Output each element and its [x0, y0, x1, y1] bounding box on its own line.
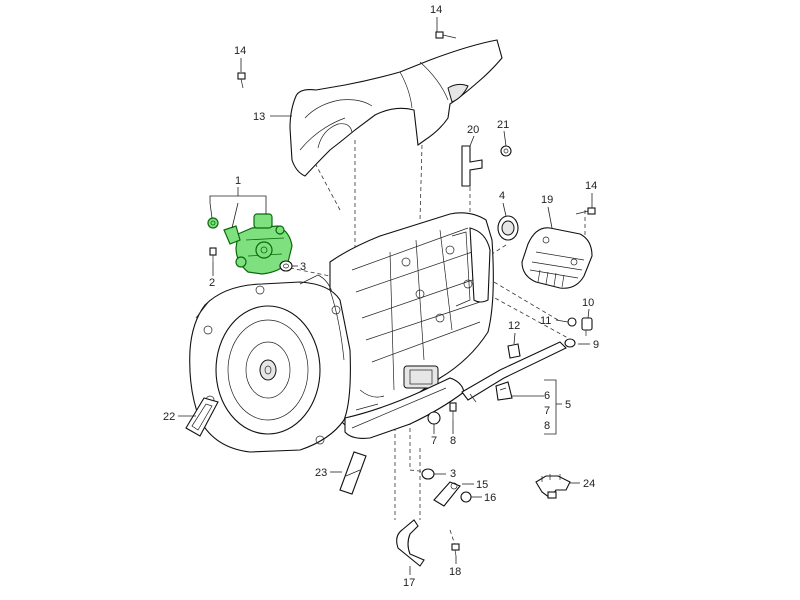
callout-22: 22 [163, 411, 175, 423]
callout-21: 21 [497, 119, 509, 131]
callout-labels: 1 2 3 4 5 6 7 8 7 8 9 10 11 12 13 14 14 … [163, 4, 599, 589]
washer-part-11[interactable] [567, 317, 577, 327]
leader-lines [178, 17, 593, 575]
callout-7-right: 7 [544, 405, 550, 417]
bolt-part-2[interactable] [209, 247, 217, 262]
bolt-part-14-left[interactable] [237, 72, 246, 89]
callout-9: 9 [593, 339, 599, 351]
sleeve-part-23[interactable] [339, 451, 367, 495]
connector-part-24[interactable] [535, 474, 571, 499]
oil-pipe-part-5[interactable] [461, 341, 567, 403]
bolt-part-14-right[interactable] [575, 207, 596, 215]
bracket-part-1b-highlighted[interactable] [223, 225, 241, 245]
lever-part-15[interactable] [433, 481, 461, 507]
bolt-part-8[interactable] [449, 402, 457, 420]
callout-20: 20 [467, 124, 479, 136]
callout-14-left: 14 [234, 45, 246, 57]
callout-10: 10 [582, 297, 594, 309]
callout-1: 1 [235, 175, 241, 187]
seal-part-9[interactable] [564, 338, 576, 348]
bolt-part-14-top[interactable] [435, 31, 457, 39]
callout-23: 23 [315, 467, 327, 479]
transmission-housing[interactable] [189, 212, 494, 453]
selector-switch-part-1-highlighted[interactable] [235, 213, 293, 275]
callout-17: 17 [403, 577, 415, 589]
callout-12: 12 [508, 320, 520, 332]
callout-24: 24 [583, 478, 595, 490]
callout-11: 11 [540, 315, 551, 327]
clip-part-1a-highlighted[interactable] [207, 217, 219, 229]
callout-14-right: 14 [585, 180, 597, 192]
callout-2: 2 [209, 277, 215, 289]
seal-ring-part-4[interactable] [497, 215, 519, 241]
callout-6: 6 [544, 390, 550, 402]
callout-4: 4 [499, 190, 505, 202]
heat-shield-part-13[interactable] [289, 39, 503, 177]
callout-8-left: 8 [450, 435, 456, 447]
fitting-part-10[interactable] [581, 317, 593, 336]
bracket-part-17[interactable] [396, 519, 425, 567]
clamp-part-12[interactable] [507, 343, 521, 359]
callout-8-right: 8 [544, 420, 550, 432]
callout-3-upper: 3 [300, 261, 306, 273]
callout-16: 16 [484, 492, 496, 504]
seal-part-3[interactable] [279, 260, 293, 272]
oil-filter-part-19[interactable] [521, 227, 593, 289]
callout-14-top: 14 [430, 4, 442, 16]
washer-part-3-lower[interactable] [421, 468, 435, 480]
callout-5: 5 [565, 399, 571, 411]
gasket-part-22[interactable] [185, 397, 219, 437]
callout-3-lower: 3 [450, 468, 456, 480]
nut-part-16[interactable] [460, 491, 472, 503]
bracket-part-20[interactable] [461, 145, 483, 187]
clip-part-6[interactable] [495, 381, 513, 401]
bolt-part-18[interactable] [451, 543, 460, 557]
callout-19: 19 [541, 194, 553, 206]
callout-7-left: 7 [431, 435, 437, 447]
callout-18: 18 [449, 566, 461, 578]
callout-15: 15 [476, 479, 488, 491]
nut-part-21[interactable] [500, 145, 512, 157]
callout-13: 13 [253, 111, 265, 123]
plug-part-7[interactable] [427, 411, 441, 425]
